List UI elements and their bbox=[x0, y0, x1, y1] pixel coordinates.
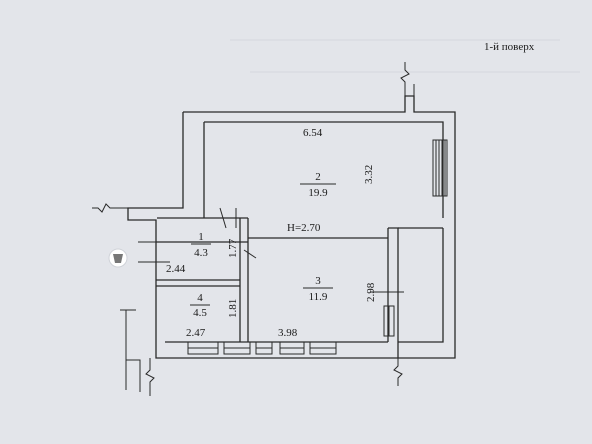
dimension-room3-width: 3.98 bbox=[278, 327, 298, 339]
room-3-number: 3 bbox=[315, 275, 321, 287]
outer-walls bbox=[127, 95, 456, 359]
dimension-room2-depth: 3.32 bbox=[363, 165, 375, 184]
room-1-area: 4.3 bbox=[194, 247, 208, 259]
paper-background bbox=[230, 39, 580, 73]
ceiling-height-label: H=2.70 bbox=[287, 222, 321, 234]
entrance-marker bbox=[108, 248, 128, 268]
bottom-windows bbox=[187, 341, 337, 355]
room-3-area: 11.9 bbox=[309, 291, 328, 303]
dimension-room4-width: 2.47 bbox=[186, 327, 206, 339]
dimension-room4-height: 1.81 bbox=[227, 299, 239, 318]
dimension-room3-depth: 2.98 bbox=[365, 282, 377, 302]
room-1-number: 1 bbox=[198, 231, 204, 243]
room-4-number: 4 bbox=[197, 292, 203, 304]
room-4-area: 4.5 bbox=[193, 307, 207, 319]
dimension-room1-height: 1.77 bbox=[227, 238, 239, 258]
room-2-number: 2 bbox=[315, 171, 321, 183]
room-2-area: 19.9 bbox=[308, 187, 328, 199]
dimension-room2-width: 6.54 bbox=[303, 127, 323, 139]
balcony-element bbox=[383, 305, 395, 337]
floor-label: 1-й поверх bbox=[484, 41, 535, 53]
break-marks bbox=[92, 62, 415, 396]
dimension-room1-width: 2.44 bbox=[166, 263, 186, 275]
window-room-2 bbox=[432, 139, 448, 197]
dimension-ticks bbox=[138, 207, 404, 293]
